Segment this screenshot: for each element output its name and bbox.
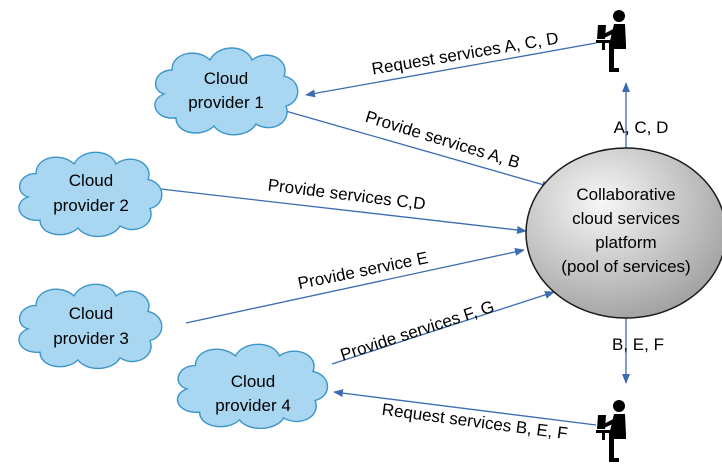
cloud-label-line2: provider 3: [53, 329, 129, 348]
platform-label-line4: (pool of services): [561, 257, 690, 276]
arrow-provide-services-provider-1: [281, 109, 552, 189]
platform-label-line1: Collaborative: [576, 185, 675, 204]
arrow-provide-services-provider-4: [331, 290, 555, 365]
label-deliver-top: A, C, D: [614, 118, 669, 137]
cloud-shape: [18, 283, 163, 370]
label-provide-services-provider-4: Provide services F, G: [338, 297, 497, 365]
cloud-label-line1: Cloud: [231, 372, 275, 391]
arrow-request-services-top: [305, 42, 597, 98]
platform-label-line3: platform: [595, 233, 656, 252]
cloud-provider-4: Cloud provider 4: [176, 343, 329, 430]
cloud-label-line1: Cloud: [204, 69, 248, 88]
cloud-provider-2: Cloud provider 2: [18, 151, 163, 238]
cloud-label-line1: Cloud: [69, 304, 113, 323]
cloud-provider-1: Cloud provider 1: [154, 47, 299, 136]
edges: [151, 42, 630, 426]
platform-ellipse: [525, 147, 722, 319]
arrow-provide-services-provider-2: [151, 187, 527, 234]
user-at-computer-icon: [596, 10, 626, 72]
user-at-computer-icon: [596, 400, 626, 462]
label-provide-service-provider-3: Provide service E: [296, 248, 429, 293]
label-request-services-bottom: Request services B, E, F: [381, 400, 569, 443]
platform-label-line2: cloud services: [572, 209, 680, 228]
collaborative-platform: Collaborative cloud services platform (p…: [525, 147, 722, 319]
cloud-shape: [154, 47, 299, 136]
cloud-provider-3: Cloud provider 3: [18, 283, 163, 370]
cloud-label-line2: provider 1: [188, 93, 264, 112]
cloud-shape: [18, 151, 163, 238]
label-provide-services-provider-2: Provide services C,D: [267, 175, 427, 213]
label-deliver-bottom: B, E, F: [612, 335, 664, 354]
cloud-label-line2: provider 2: [53, 196, 129, 215]
arrow-request-services-bottom: [333, 389, 597, 426]
cloud-label-line2: provider 4: [215, 396, 291, 415]
arrow-provide-service-provider-3: [185, 247, 525, 324]
label-request-services-top: Request services A, C, D: [370, 29, 560, 79]
cloud-label-line1: Cloud: [69, 171, 113, 190]
